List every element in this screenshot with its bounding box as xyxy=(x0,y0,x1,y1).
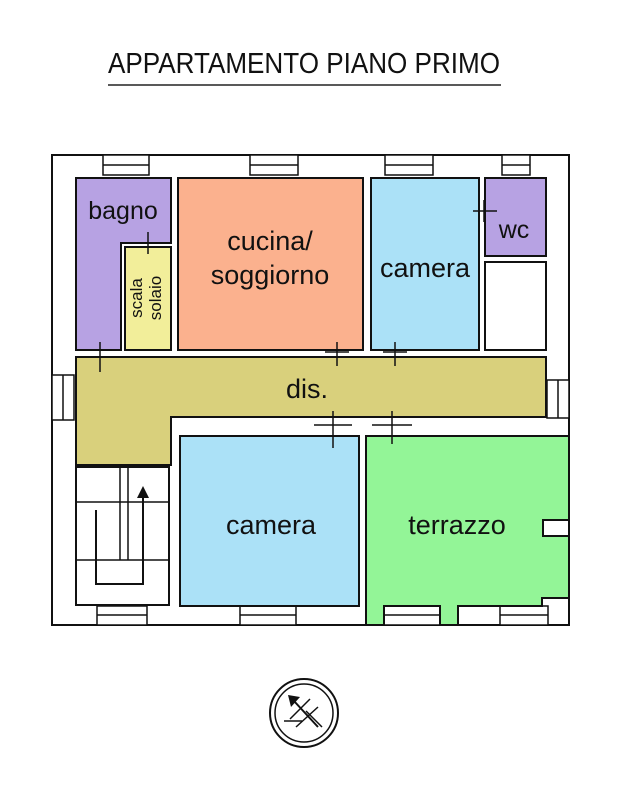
room-scala-solaio xyxy=(124,246,172,351)
stairwell xyxy=(75,466,170,606)
stair-arrow-icon xyxy=(137,486,149,498)
room-terrazzo xyxy=(365,435,570,626)
room-bagno xyxy=(75,177,172,351)
room-label-cucina: cucina/ xyxy=(227,226,313,256)
north-arrow-icon xyxy=(269,678,339,748)
plan-title: APPARTAMENTO PIANO PRIMO xyxy=(108,48,500,80)
closet xyxy=(484,261,547,351)
room-camera-top xyxy=(370,177,480,351)
room-wc xyxy=(484,177,547,257)
room-label-soggiorno: soggiorno xyxy=(211,260,330,290)
room-camera-bottom xyxy=(179,435,360,607)
doors xyxy=(90,200,497,448)
room-label-wc: wc xyxy=(498,216,530,244)
room-label-camera-top: camera xyxy=(380,253,471,283)
room-label-solaio: solaio xyxy=(146,276,165,320)
room-dis xyxy=(75,356,547,466)
room-label-bagno: bagno xyxy=(88,197,158,225)
room-label-scala: scala xyxy=(127,278,146,318)
windows xyxy=(51,154,570,626)
room-label-terrazzo: terrazzo xyxy=(408,510,506,540)
room-label-camera-bottom: camera xyxy=(226,510,317,540)
room-label-dis: dis. xyxy=(286,374,328,404)
room-cucina-soggiorno xyxy=(177,177,364,351)
